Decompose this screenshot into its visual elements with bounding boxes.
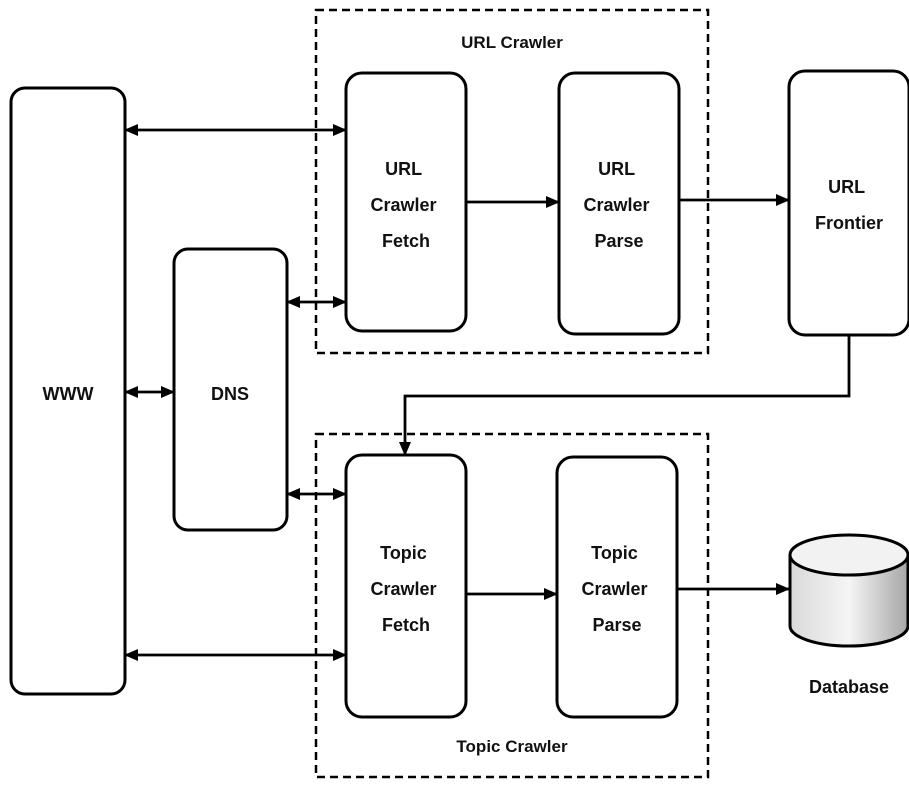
node-www: WWW (9, 86, 127, 696)
database-icon (788, 533, 909, 648)
node-url-crawler-fetch-label: URL Crawler Fetch (370, 159, 441, 251)
node-url-crawler-parse: URL Crawler Parse (557, 71, 681, 336)
node-topic-crawler-fetch-label: Topic Crawler Fetch (370, 543, 441, 635)
node-url-frontier: URL Frontier (787, 69, 909, 337)
node-dns-label: DNS (211, 384, 249, 404)
edge-url-frontier-topic-fetch (399, 335, 851, 456)
node-topic-crawler-fetch: Topic Crawler Fetch (344, 453, 468, 719)
url-crawler-group: URL Crawler (314, 8, 710, 355)
node-topic-crawler-parse-label: Topic Crawler Parse (581, 543, 652, 635)
edges (124, 124, 851, 661)
topic-crawler-group-label: Topic Crawler (456, 737, 568, 756)
node-url-crawler-parse-label: URL Crawler Parse (583, 159, 654, 251)
node-url-crawler-fetch: URL Crawler Fetch (344, 71, 468, 333)
node-www-label: WWW (43, 384, 94, 404)
url-crawler-group-label: URL Crawler (461, 33, 563, 52)
node-dns: DNS (172, 247, 289, 532)
node-database-label: Database (809, 677, 889, 697)
node-topic-crawler-parse: Topic Crawler Parse (555, 455, 679, 719)
topic-crawler-group: Topic Crawler (314, 432, 710, 779)
node-url-frontier-label: URL Frontier (815, 177, 883, 233)
node-database: Database (788, 533, 909, 697)
